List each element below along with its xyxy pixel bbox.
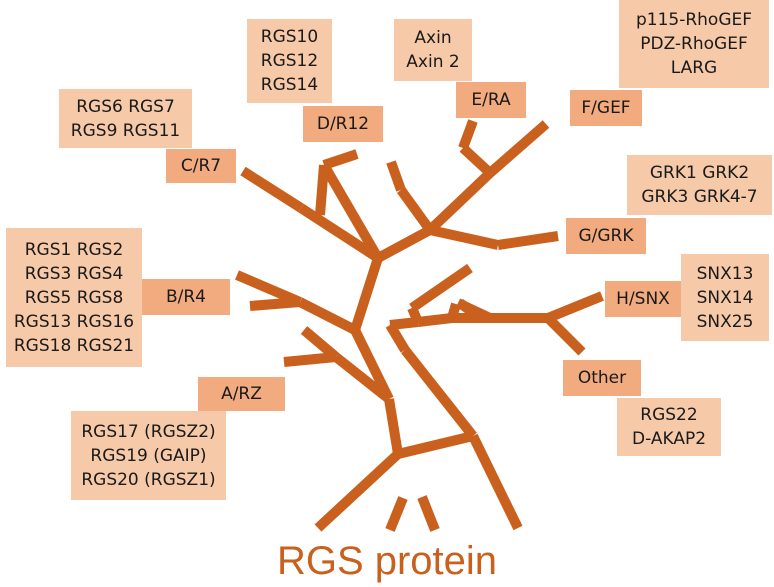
member-name: RGS9 RGS11 bbox=[70, 120, 181, 141]
tree-branch bbox=[350, 256, 383, 332]
tree-branch bbox=[386, 160, 406, 192]
tree-branch bbox=[417, 313, 453, 327]
tree-branch bbox=[235, 270, 302, 307]
member-name: RGS3 RGS4 bbox=[24, 263, 124, 284]
family-other-members: RGS22 D-AKAP2 bbox=[617, 398, 721, 456]
family-h-label: H/SNX bbox=[605, 281, 681, 317]
family-other-label: Other bbox=[563, 360, 641, 396]
member-name: p115-RhoGEF bbox=[635, 10, 753, 30]
member-name: Axin bbox=[414, 28, 452, 48]
member-name: RGS19 (GAIP) bbox=[90, 445, 207, 466]
tree-branch bbox=[396, 187, 435, 233]
tree-branch bbox=[297, 297, 358, 335]
member-name: RGS13 RGS16 bbox=[13, 311, 135, 332]
member-name: RGS14 bbox=[260, 75, 319, 95]
tree-branch bbox=[384, 398, 403, 455]
member-name: GRK3 GRK4-7 bbox=[641, 187, 758, 207]
tree-branch bbox=[240, 166, 304, 213]
tree-branch bbox=[459, 144, 494, 177]
family-e-label: E/RA bbox=[456, 82, 526, 118]
family-d-label: D/R12 bbox=[303, 106, 383, 142]
family-f-label: F/GEF bbox=[570, 90, 642, 126]
tree-branch bbox=[407, 306, 423, 324]
family-g-label: G/GRK bbox=[566, 218, 646, 254]
family-b-label: B/R4 bbox=[142, 279, 230, 315]
member-name: SNX14 bbox=[696, 287, 754, 308]
tree-branch bbox=[319, 162, 383, 261]
member-name: RGS20 (RGSZ1) bbox=[81, 469, 216, 490]
diagram-title: RGS protein bbox=[276, 539, 498, 583]
member-name: RGS18 RGS21 bbox=[13, 335, 135, 356]
member-name: RGS17 (RGSZ2) bbox=[81, 421, 216, 442]
member-name: RGS22 bbox=[640, 405, 698, 425]
family-c-label: C/R7 bbox=[166, 149, 236, 183]
tree-branch bbox=[249, 297, 301, 311]
member-name: RGS12 bbox=[260, 51, 319, 71]
tree-root-stub bbox=[417, 495, 440, 532]
tree-branch bbox=[322, 149, 359, 170]
member-name: RGS1 RGS2 bbox=[24, 239, 124, 260]
tree-branch bbox=[396, 431, 475, 459]
family-c-members: RGS6 RGS7 RGS9 RGS11 bbox=[59, 89, 192, 148]
tree-branch bbox=[497, 231, 559, 250]
member-name: GRK1 GRK2 bbox=[649, 163, 750, 183]
family-a-label: A/RZ bbox=[198, 377, 285, 411]
tree-branch bbox=[546, 291, 604, 323]
tree-branch bbox=[409, 263, 473, 313]
family-a-members: RGS17 (RGSZ2) RGS19 (GAIP) RGS20 (RGSZ1) bbox=[71, 411, 226, 500]
family-h-members: SNX13 SNX14 SNX25 bbox=[681, 254, 769, 341]
member-name: SNX13 bbox=[696, 263, 754, 284]
member-name: RGS6 RGS7 bbox=[76, 96, 175, 117]
family-f-members: p115-RhoGEF PDZ-RhoGEF LARG bbox=[619, 0, 769, 88]
tree-branch bbox=[428, 225, 500, 250]
tree-branch bbox=[458, 119, 478, 150]
member-name: LARG bbox=[670, 58, 718, 78]
family-b-members: RGS1 RGS2 RGS3 RGS4 RGS5 RGS8 RGS13 RGS1… bbox=[6, 228, 142, 367]
family-d-members: RGS10 RGS12 RGS14 bbox=[247, 19, 332, 103]
tree-branch bbox=[300, 326, 340, 361]
tree-root-stub bbox=[385, 496, 408, 532]
tree-branch bbox=[375, 225, 433, 263]
tree-branch bbox=[426, 169, 494, 234]
family-e-members: Axin Axin 2 bbox=[394, 19, 472, 81]
tree-branch bbox=[298, 203, 381, 263]
tree-branch bbox=[350, 327, 394, 402]
member-name: RGS10 bbox=[260, 27, 319, 47]
member-name: PDZ-RhoGEF bbox=[640, 34, 748, 54]
tree-branch bbox=[283, 352, 337, 367]
family-g-members: GRK1 GRK2 GRK3 GRK4-7 bbox=[627, 155, 772, 215]
member-name: D-AKAP2 bbox=[631, 429, 707, 449]
tree-branch bbox=[544, 314, 586, 356]
tree-branch bbox=[314, 450, 402, 532]
tree-branch bbox=[315, 164, 329, 216]
tree-branch bbox=[332, 353, 393, 403]
member-name: Axin 2 bbox=[406, 52, 460, 72]
tree-branch bbox=[468, 433, 523, 531]
tree-branch bbox=[457, 299, 483, 322]
tree-branch bbox=[401, 346, 477, 440]
tree-branch bbox=[486, 120, 550, 177]
tree-branch bbox=[447, 302, 461, 320]
member-name: RGS5 RGS8 bbox=[24, 287, 124, 308]
member-name: SNX25 bbox=[696, 311, 754, 332]
